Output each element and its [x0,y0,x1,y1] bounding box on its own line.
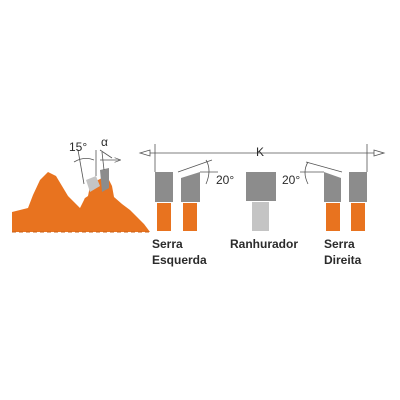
angle-guide-alpha [99,149,113,159]
right-tooth-1-tip [324,172,341,202]
angle-label-alpha: α [101,135,108,149]
left-angle-label: 20° [216,173,234,187]
left-tooth-1-shank [157,203,171,231]
angle-guide-15 [77,149,85,185]
label-right-line1: Serra [324,237,355,251]
label-left-line1: Serra [152,237,183,251]
blade-slot [78,184,90,200]
right-angle-label: 20° [282,173,300,187]
label-left-line2: Esquerda [152,253,207,267]
right-tooth-2-tip [349,172,367,202]
middle-tooth-shank [252,202,269,231]
angle-guide-tip [101,151,105,171]
label-middle: Ranhurador [230,237,299,251]
middle-tooth-tip [246,172,276,201]
left-angle-guide [177,159,213,173]
dimension-arrow-left [138,149,151,157]
blade-tooth-tip [100,168,109,192]
blade-body [12,172,150,232]
left-angle-arc [205,159,210,185]
right-tooth-2-shank [351,203,365,231]
angle-arc-15 [73,158,95,163]
dimension-label-k: K [256,145,264,159]
left-tooth-1-tip [155,172,173,202]
right-angle-guide [305,161,343,173]
label-right-line2: Direita [324,253,362,267]
left-tooth-2-tip [181,172,200,202]
dimension-arrow-right [373,149,386,157]
left-tooth-2-shank [183,203,197,231]
angle-label-15: 15° [69,140,87,154]
right-tooth-1-shank [326,203,340,231]
blade-tooth-tip-gap [86,176,100,192]
right-angle-arc [304,161,309,185]
